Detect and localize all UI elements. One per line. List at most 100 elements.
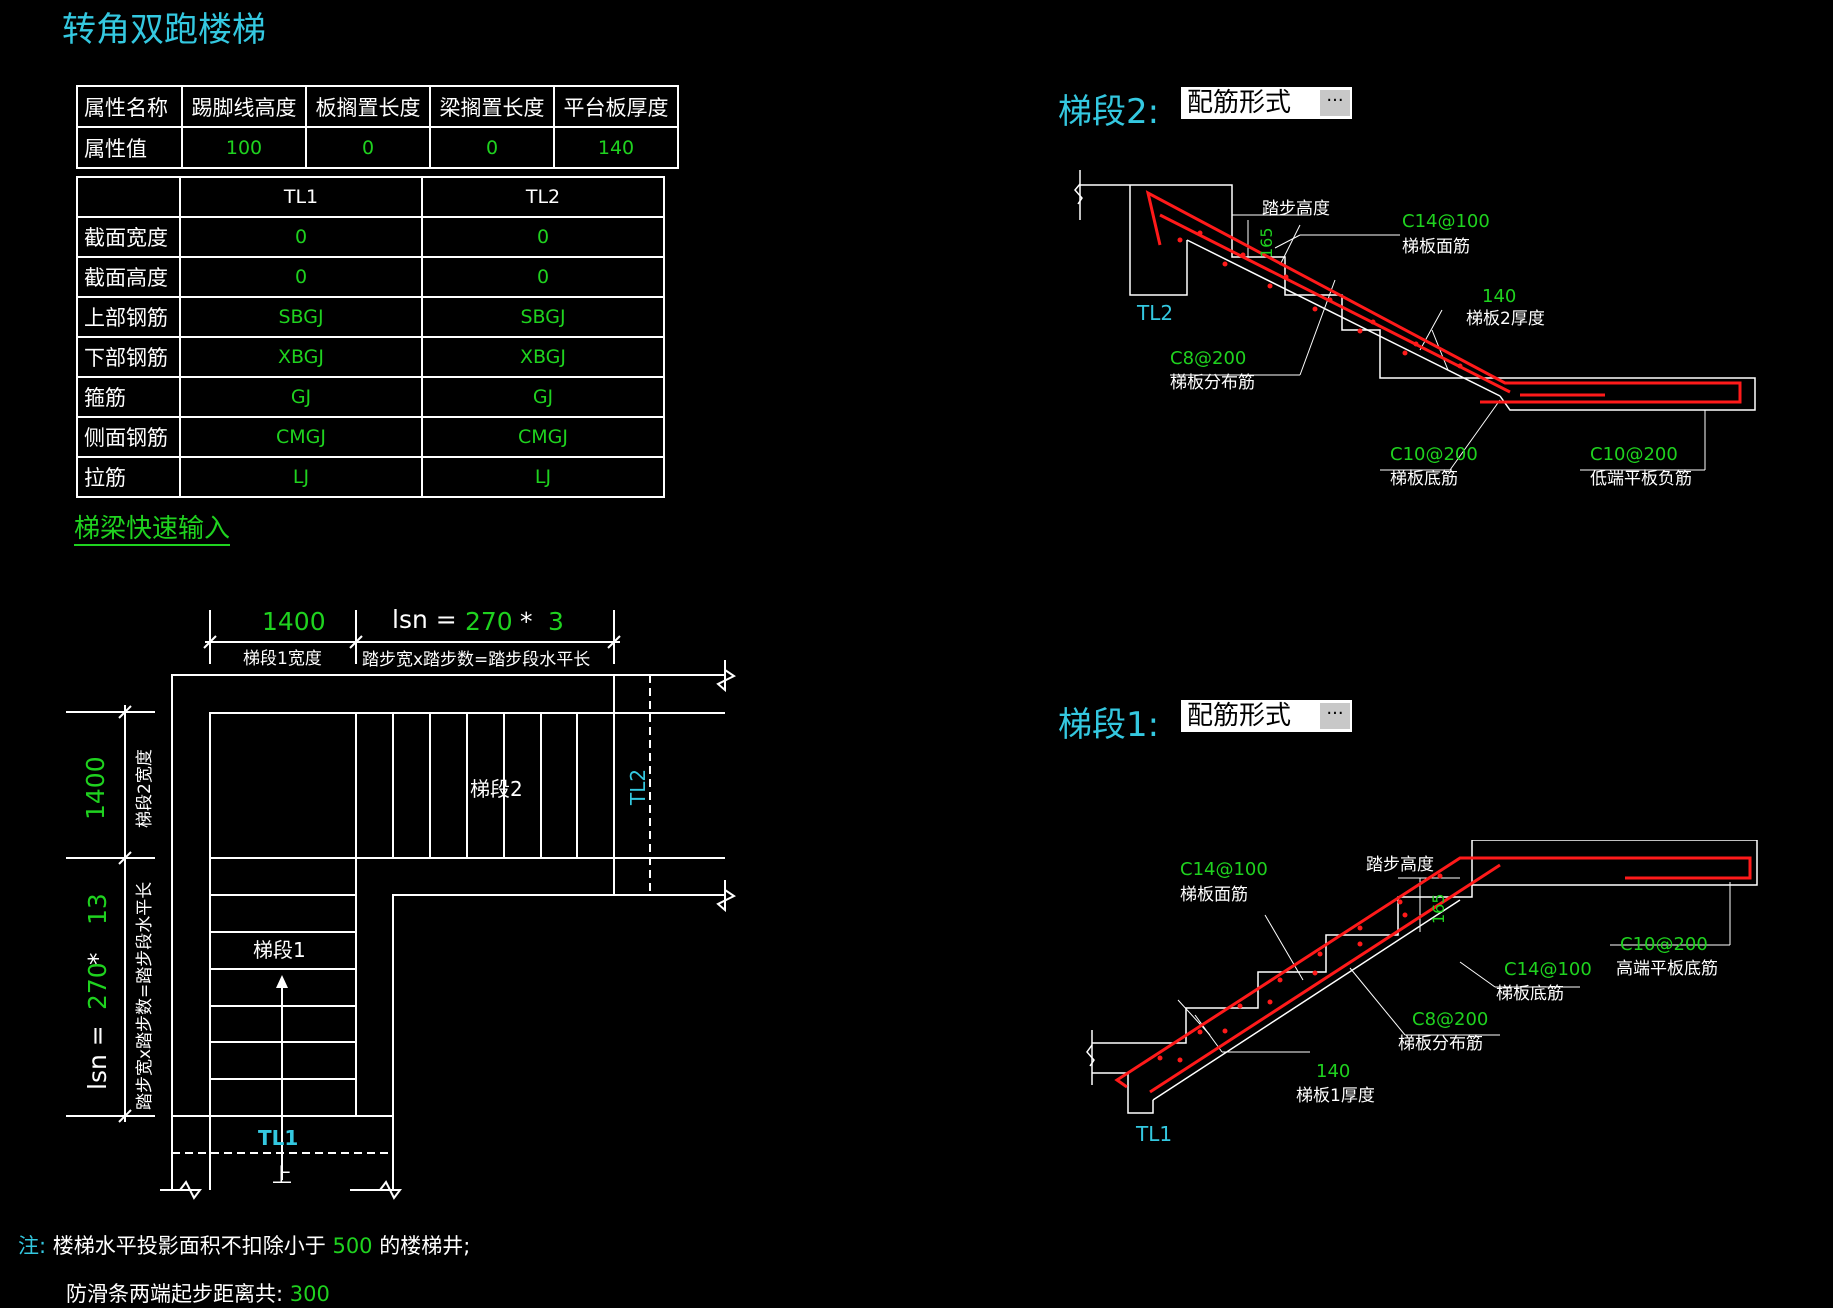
tl1-value[interactable]: LJ — [179, 456, 423, 498]
header-cell: 属性名称 — [76, 85, 183, 128]
note-text: 楼梯水平投影面积不扣除小于 — [52, 1234, 326, 1258]
tl1-value[interactable]: XBGJ — [179, 336, 423, 378]
row-label: 拉筋 — [76, 456, 181, 498]
tl2-value[interactable]: LJ — [421, 456, 665, 498]
header-cell: 梁搁置长度 — [429, 85, 555, 128]
up-direction-label: 上 — [272, 1163, 292, 1187]
table-row: 拉筋 LJ LJ — [76, 456, 665, 498]
beam-table: TL1 TL2 截面宽度 0 0 截面高度 0 0 上部钢筋 SBGJ SBGJ… — [76, 176, 665, 498]
rebar-lines — [1145, 190, 1742, 404]
beam-quick-input-link[interactable]: 梯梁快速输入 — [74, 514, 231, 546]
section-1-label: 梯段1: — [1058, 705, 1160, 745]
tl2-value[interactable]: 0 — [421, 256, 665, 298]
header-cell-empty — [76, 176, 181, 218]
row-label: 上部钢筋 — [76, 296, 181, 338]
beam-tl1-label: TL1 — [1135, 1122, 1172, 1146]
bottom-bar-label: 梯板底筋 — [1496, 984, 1564, 1004]
note-line-1: 注: 楼梯水平投影面积不扣除小于 500 的楼梯井; — [18, 1230, 470, 1260]
header-cell: 平台板厚度 — [553, 85, 679, 128]
note-line-2: 防滑条两端起步距离共: 300 — [66, 1278, 330, 1308]
thickness-value: 140 — [1316, 1061, 1350, 1082]
page-title: 转角双跑楼梯 — [62, 10, 266, 50]
beam-tl1-label: TL1 — [258, 1126, 298, 1150]
thickness-label: 梯板2厚度 — [1466, 309, 1545, 329]
tl1-value[interactable]: GJ — [179, 376, 423, 418]
landing-bar-label: 低端平板负筋 — [1590, 469, 1692, 489]
section-2-label: 梯段2: — [1058, 92, 1160, 132]
dim-top-width: 1400 — [262, 607, 326, 636]
landing-thickness-value[interactable]: 140 — [553, 126, 679, 169]
table-row: 下部钢筋 XBGJ XBGJ — [76, 336, 665, 378]
tl1-value[interactable]: CMGJ — [179, 416, 423, 458]
distribution-bar-label: 梯板分布筋 — [1398, 1034, 1483, 1054]
combo-value: 配筋形式 — [1187, 88, 1292, 118]
thickness-value: 140 — [1482, 286, 1516, 307]
stair-plan-drawing: 1400 梯段1宽度 lsn = 270 * 3 踏步宽x踏步数=踏步段水平长 … — [66, 605, 736, 1200]
lsn-top-count: 3 — [548, 607, 564, 636]
lsn-top-step: 270 — [465, 607, 513, 636]
step-height-label: 踏步高度 — [1366, 855, 1434, 875]
tl1-value[interactable]: 0 — [179, 216, 423, 258]
table-row: 属性值 100 0 0 140 — [76, 126, 679, 169]
table-row: 上部钢筋 SBGJ SBGJ — [76, 296, 665, 338]
table-row: 侧面钢筋 CMGJ CMGJ — [76, 416, 665, 458]
more-options-button[interactable]: ··· — [1320, 703, 1350, 729]
beam-tl2-label: TL2 — [626, 769, 650, 806]
tl1-value[interactable]: SBGJ — [179, 296, 423, 338]
step-height-value: 165 — [1429, 893, 1448, 924]
section-1-rebar-form-dropdown[interactable]: 配筋形式 ··· — [1181, 700, 1352, 732]
anti-slip-distance-value[interactable]: 300 — [289, 1282, 330, 1306]
step-height-value: 165 — [1257, 227, 1276, 258]
section-2-rebar-form-dropdown[interactable]: 配筋形式 ··· — [1181, 87, 1352, 119]
tl2-value[interactable]: SBGJ — [421, 296, 665, 338]
tl1-value[interactable]: 0 — [179, 256, 423, 298]
bottom-bar-value: C14@100 — [1504, 959, 1592, 980]
multiply-sign: * — [83, 953, 112, 966]
table-row: 截面宽度 0 0 — [76, 216, 665, 258]
lsn-left-label: 踏步宽x踏步数=踏步段水平长 — [135, 882, 155, 1110]
landing-bar-value: C10@200 — [1590, 444, 1678, 465]
combo-value: 配筋形式 — [1187, 701, 1292, 731]
distribution-bar-label: 梯板分布筋 — [1170, 373, 1255, 393]
landing-bar-label: 高端平板底筋 — [1616, 959, 1718, 979]
landing-bar-value: C10@200 — [1620, 934, 1708, 955]
note-prefix: 注: — [18, 1234, 47, 1258]
bottom-bar-label: 梯板底筋 — [1390, 469, 1458, 489]
row-label: 截面高度 — [76, 256, 181, 298]
top-bar-value: C14@100 — [1402, 211, 1490, 232]
up-arrow-icon — [276, 975, 288, 1180]
column-header-tl1: TL1 — [179, 176, 423, 218]
beam-rest-length-value[interactable]: 0 — [429, 126, 555, 169]
note-text: 防滑条两端起步距离共: — [66, 1282, 284, 1306]
table-row: 箍筋 GJ GJ — [76, 376, 665, 418]
row-label: 箍筋 — [76, 376, 181, 418]
dim-left-width: 1400 — [81, 756, 110, 820]
header-cell: 踢脚线高度 — [181, 85, 307, 128]
multiply-sign: * — [520, 607, 533, 636]
dim-left-label: 梯段2宽度 — [135, 749, 155, 828]
lsn-top-label: 踏步宽x踏步数=踏步段水平长 — [362, 650, 590, 670]
lsn-prefix-left: lsn = — [83, 1025, 112, 1090]
slab-rest-length-value[interactable]: 0 — [305, 126, 431, 169]
rebar-lines — [1114, 856, 1752, 1094]
table-header-row: 属性名称 踢脚线高度 板搁置长度 梁搁置长度 平台板厚度 — [76, 85, 679, 128]
row-label: 下部钢筋 — [76, 336, 181, 378]
stair-properties-table: 属性名称 踢脚线高度 板搁置长度 梁搁置长度 平台板厚度 属性值 100 0 0… — [76, 85, 679, 169]
kick-height-value[interactable]: 100 — [181, 126, 307, 169]
section-1-drawing: 踏步高度 165 C14@100 梯板面筋 C14@100 梯板底筋 C8@20… — [1086, 840, 1758, 1146]
note-text: 的楼梯井; — [379, 1234, 471, 1258]
lsn-prefix-top: lsn = — [392, 605, 457, 634]
tl2-value[interactable]: CMGJ — [421, 416, 665, 458]
row-label: 属性值 — [76, 126, 183, 169]
stairwell-threshold-value[interactable]: 500 — [332, 1234, 373, 1258]
tl2-value[interactable]: 0 — [421, 216, 665, 258]
table-row: 截面高度 0 0 — [76, 256, 665, 298]
tl2-value[interactable]: GJ — [421, 376, 665, 418]
distribution-bar-value: C8@200 — [1170, 348, 1246, 369]
flight-1-label: 梯段1 — [253, 938, 306, 962]
tl2-value[interactable]: XBGJ — [421, 336, 665, 378]
lsn-left-step: 270 — [83, 962, 112, 1010]
beam-tl2-label: TL2 — [1136, 301, 1173, 325]
more-options-button[interactable]: ··· — [1320, 90, 1350, 116]
top-bar-value: C14@100 — [1180, 859, 1268, 880]
